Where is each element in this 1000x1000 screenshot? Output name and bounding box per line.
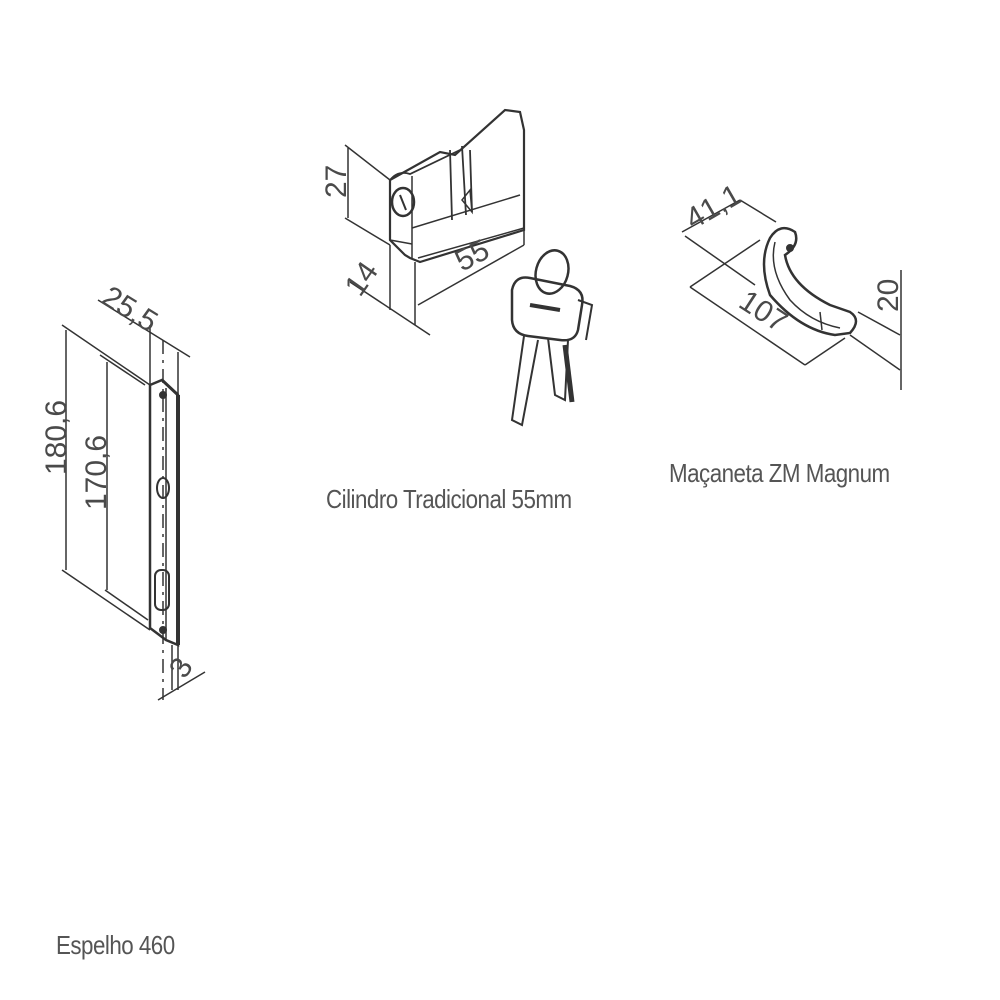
dim-espelho-inner-height: 170,6 xyxy=(80,435,113,510)
dim-macaneta-height: 20 xyxy=(872,279,905,312)
keys-drawing xyxy=(510,249,594,427)
dim-espelho-total-height: 180,6 xyxy=(40,400,73,475)
espelho-caption: Espelho 460 xyxy=(56,930,175,960)
dim-cilindro-height: 27 xyxy=(320,165,353,198)
dim-cilindro-depth: 14 xyxy=(339,256,385,302)
espelho-drawing xyxy=(61,299,206,701)
dim-espelho-width: 25,5 xyxy=(96,280,163,339)
cilindro-drawing xyxy=(344,108,526,336)
macaneta-drawing xyxy=(681,199,902,390)
macaneta-caption: Maçaneta ZM Magnum xyxy=(669,458,890,488)
cilindro-caption: Cilindro Tradicional 55mm xyxy=(326,484,572,514)
